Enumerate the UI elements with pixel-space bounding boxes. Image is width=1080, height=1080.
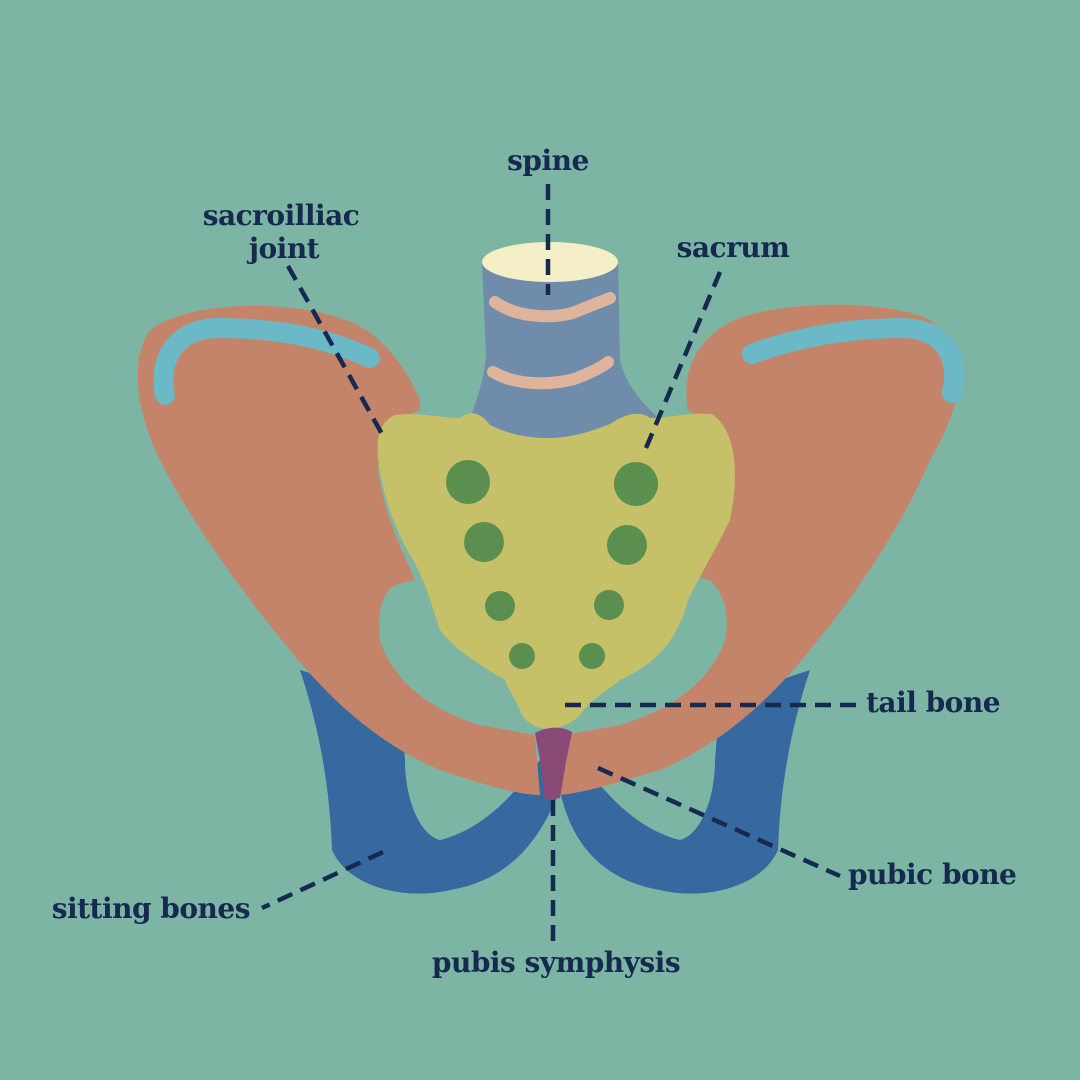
leader-sacrum (643, 271, 723, 449)
sitting-bone-left (300, 670, 560, 894)
label-pubis-symphysis: pubis symphysis (432, 946, 680, 979)
iliac-crest-right (742, 317, 965, 403)
foramen-r3 (594, 590, 624, 620)
disc-upper (489, 292, 616, 323)
pubic-symphysis (535, 727, 572, 800)
label-sacrum: sacrum (677, 231, 790, 264)
foramen-r2 (607, 525, 647, 565)
leader-pubic-bone (597, 765, 841, 879)
disc-lower (487, 356, 614, 390)
label-pubic-bone: pubic bone (848, 858, 1016, 891)
foramen-r4 (579, 643, 605, 669)
foramen-r1 (614, 462, 658, 506)
foramen-l2 (464, 522, 504, 562)
sitting-bone-right (560, 670, 810, 894)
leader-sitting-bones (261, 849, 384, 911)
foramen-l3 (485, 591, 515, 621)
foramen-l1 (446, 460, 490, 504)
label-sacroiliac-line1: sacroilliac (203, 199, 360, 232)
sacrum (377, 413, 735, 729)
label-sacroiliac-line2: joint (246, 232, 320, 265)
iliac-crest-left (153, 317, 380, 405)
label-tail-bone: tail bone (866, 686, 1000, 719)
foramen-l4 (509, 643, 535, 669)
ilium-left (137, 305, 540, 795)
label-sitting-bones: sitting bones (52, 892, 250, 925)
leader-sacroiliac (286, 264, 384, 436)
label-spine: spine (507, 144, 589, 177)
ilium-right (560, 304, 959, 795)
